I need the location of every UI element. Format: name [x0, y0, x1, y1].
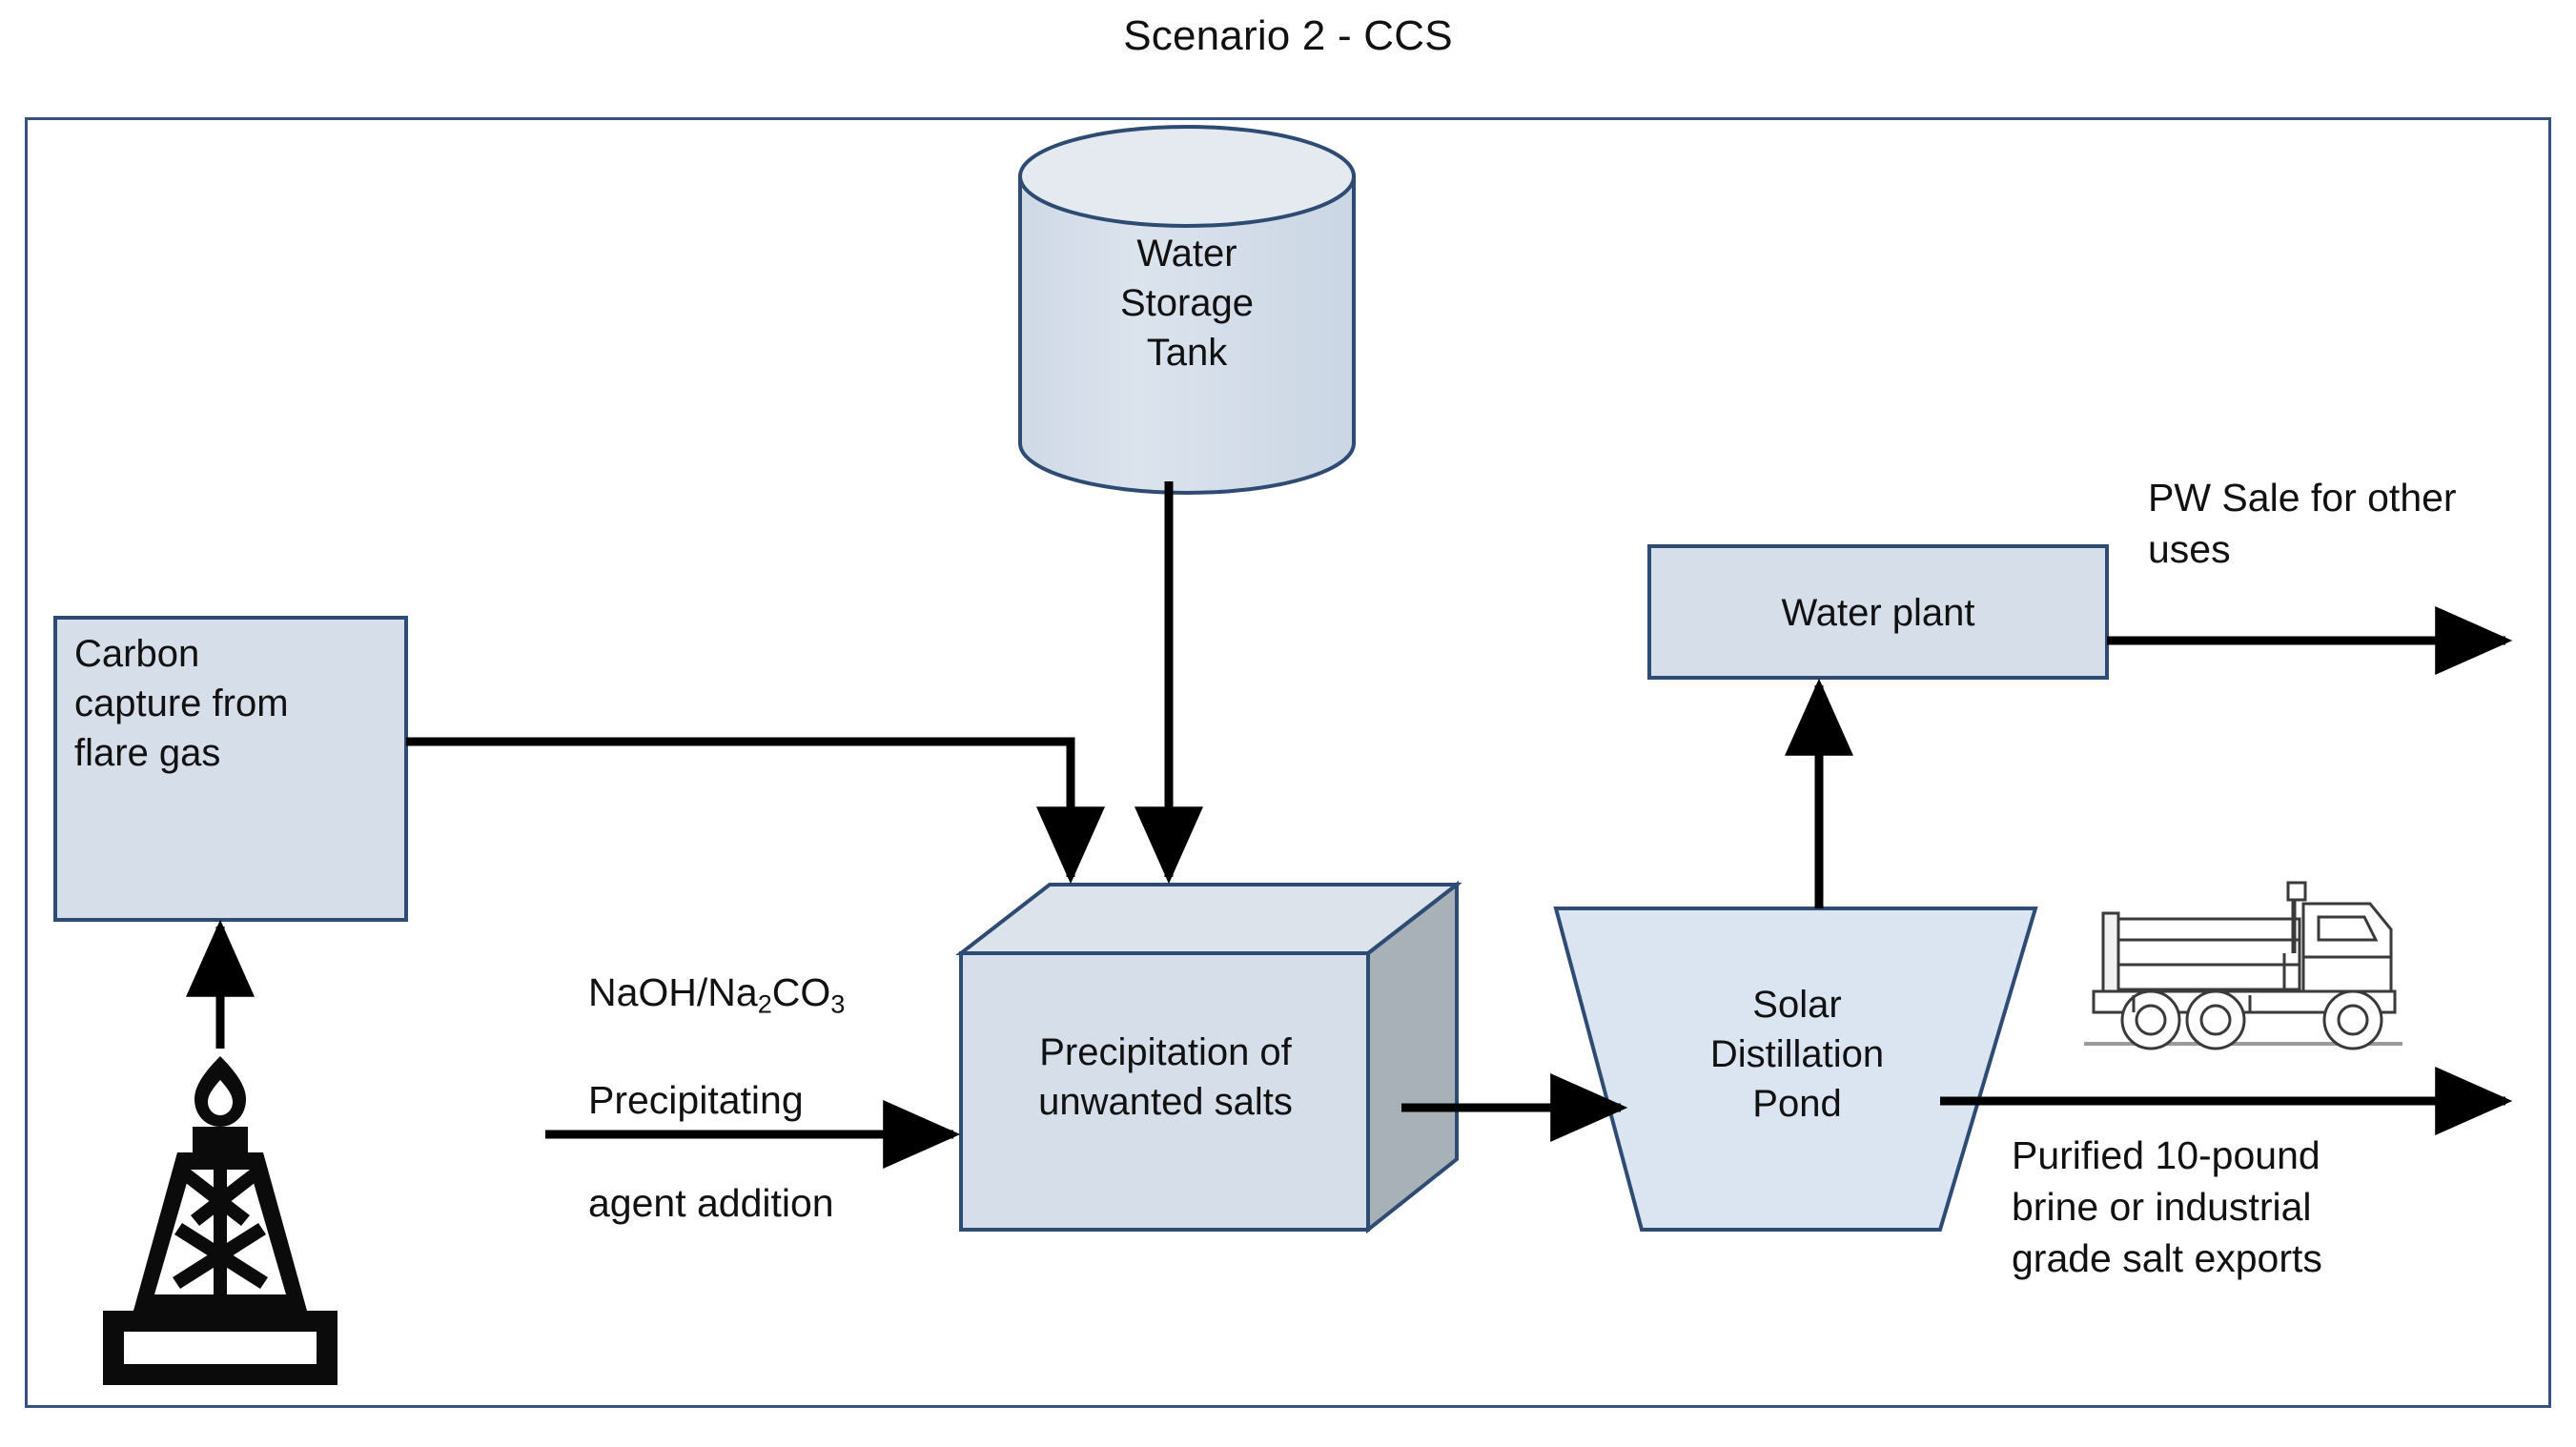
node-carbon-capture[interactable]: [53, 616, 408, 922]
node-water-plant[interactable]: [1647, 544, 2109, 680]
node-solar-pond[interactable]: [1553, 907, 2038, 1232]
node-water-storage-tank[interactable]: [1018, 125, 1356, 495]
page-title: Scenario 2 - CCS: [1123, 12, 1453, 59]
arrow-carbon-capture-to-precipitation: [406, 737, 1105, 885]
flare-stack-icon: [103, 1056, 337, 1385]
cube-top-face: [955, 883, 1462, 955]
cube-front-face: [959, 951, 1370, 1232]
dump-truck-icon: [2084, 881, 2402, 1050]
node-precipitation[interactable]: [955, 880, 1462, 1234]
